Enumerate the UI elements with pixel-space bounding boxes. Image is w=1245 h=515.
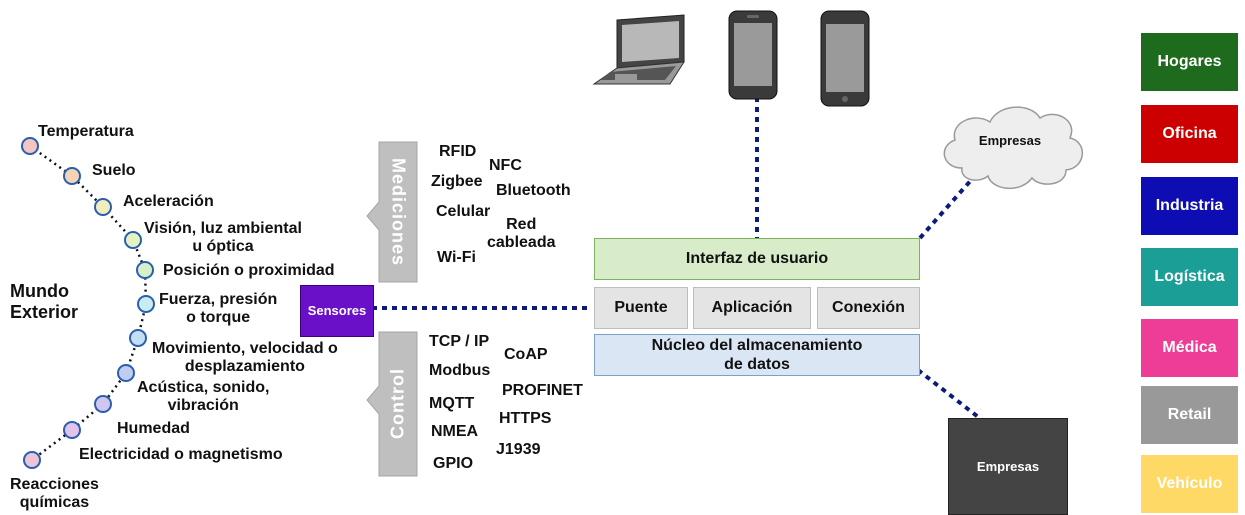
protocol-bluetooth: Bluetooth [496,182,571,199]
sensor-chain-line [29,144,148,461]
mediciones-tab-label: Mediciones [388,157,409,267]
sensor-label-fuerza: Fuerza, presión o torque [159,291,278,327]
smartphone-icon [728,10,778,100]
sensor-node-posicion [136,261,154,279]
sensor-node-movimiento [129,329,147,347]
protocol-j1939: J1939 [496,441,541,458]
sector-logistica: Logística [1141,248,1238,306]
sensor-label-suelo: Suelo [92,162,136,179]
sensor-label-posicion: Posición o proximidad [163,262,335,279]
mediciones-tab-shape [366,141,418,283]
puente-box: Puente [594,287,688,329]
cloud-label: Empresas [978,133,1042,149]
mundo-exterior-heading: Mundo Exterior [10,281,79,322]
sensor-node-humedad [94,395,112,413]
conexion-box: Conexión [817,287,920,329]
interfaz-usuario-box: Interfaz de usuario [594,238,920,280]
sector-retail: Retail [1141,386,1238,444]
sector-vehiculo: Vehículo [1141,455,1238,513]
protocol-https: HTTPS [499,410,552,427]
sector-hogares: Hogares [1141,33,1238,91]
protocol-modbus: Modbus [429,362,491,379]
protocol-mqtt: MQTT [429,395,475,412]
control-tab-shape [366,331,418,477]
sensor-label-acustica: Acústica, sonido, vibración [137,379,270,415]
sensores-box: Sensores [300,285,374,337]
sensor-label-aceleracion: Aceleración [123,193,214,210]
sensor-label-vision: Visión, luz ambiental u óptica [144,220,302,256]
protocol-wifi: Wi-Fi [437,249,476,266]
laptop-icon [592,14,685,85]
sensor-label-electricidad: Electricidad o magnetismo [79,446,283,463]
sensor-node-acustica [117,364,135,382]
sector-industria: Industria [1141,177,1238,235]
protocol-nfc: NFC [489,157,522,174]
sensor-node-temperatura [21,137,39,155]
sensor-label-reacciones: Reacciones químicas [10,476,99,512]
cloud-shape [943,106,1084,189]
sensor-node-fuerza [137,295,155,313]
sensor-node-suelo [63,167,81,185]
aplicacion-box: Aplicación [693,287,811,329]
protocol-tcpip: TCP / IP [429,333,490,350]
protocol-coap: CoAP [504,346,548,363]
sensor-label-movimiento: Movimiento, velocidad o desplazamiento [152,340,338,376]
sensor-node-electricidad [63,421,81,439]
server-box: Empresas [948,418,1068,515]
protocol-red-cableada: Red cableada [487,216,556,252]
sensor-node-aceleracion [94,198,112,216]
protocol-rfid: RFID [439,143,477,160]
sensor-label-temperatura: Temperatura [38,123,134,140]
nucleo-box: Núcleo del almacenamiento de datos [594,334,920,376]
protocol-gpio: GPIO [433,455,474,472]
protocol-zigbee: Zigbee [431,173,483,190]
tablet-icon [820,10,870,107]
sensor-node-reacciones [23,451,41,469]
sector-oficina: Oficina [1141,105,1238,163]
protocol-celular: Celular [436,203,491,220]
control-tab-label: Control [387,368,408,440]
server-link-line [916,368,984,422]
protocol-profinet: PROFINET [502,382,583,399]
sensor-node-vision [124,231,142,249]
sector-medica: Médica [1141,319,1238,377]
protocol-nmea: NMEA [431,423,479,440]
sensor-label-humedad: Humedad [117,420,190,437]
